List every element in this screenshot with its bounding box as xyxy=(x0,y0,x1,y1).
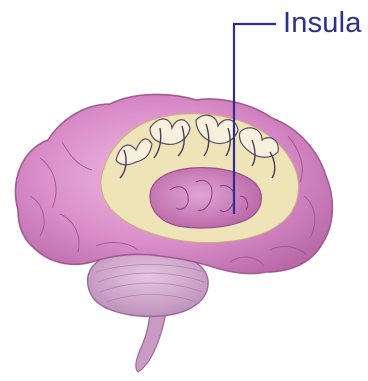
insula-label: Insula xyxy=(283,6,362,40)
